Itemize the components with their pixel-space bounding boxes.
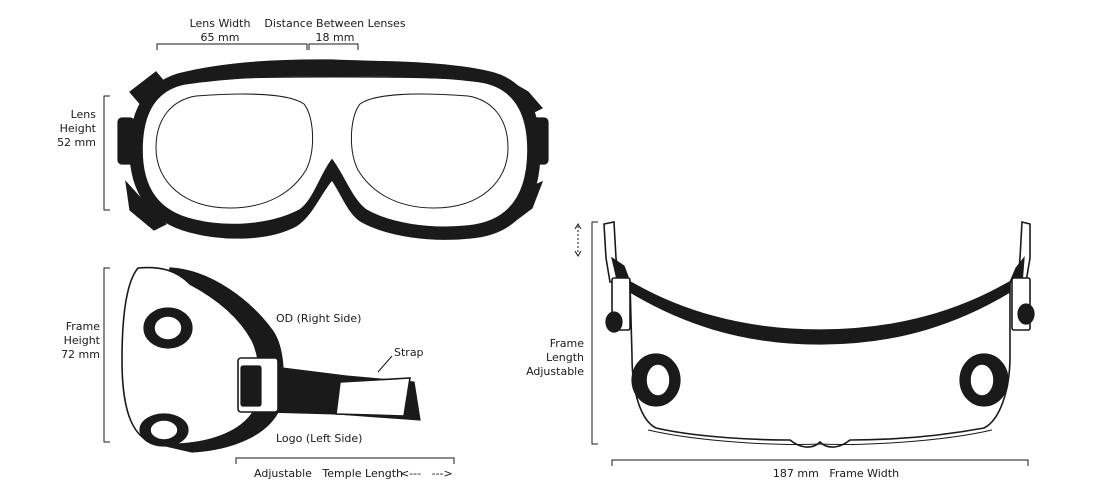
frame-height-label-line1: Frame bbox=[66, 320, 101, 333]
frame-length-label-line3: Adjustable bbox=[526, 365, 584, 378]
lens-height-label-line1: Lens bbox=[71, 108, 97, 121]
top-goggle-body bbox=[629, 280, 1011, 448]
top-left-vent-inner bbox=[645, 363, 671, 397]
frame-length-arrow-head-bottom bbox=[574, 250, 582, 257]
logo-left-side-label: Logo (Left Side) bbox=[276, 432, 362, 445]
front-right-lens bbox=[350, 93, 509, 209]
top-left-side-knob bbox=[605, 311, 623, 333]
frame-width-bracket bbox=[611, 459, 1029, 466]
top-view-goggles bbox=[603, 220, 1035, 448]
top-dimensions bbox=[574, 221, 1029, 466]
front-view-goggles bbox=[117, 59, 549, 240]
frame-height-label-line3: 72 mm bbox=[61, 348, 100, 361]
temple-length-arrows: <--- ---> bbox=[400, 467, 453, 480]
frame-height-bracket bbox=[103, 267, 110, 443]
distance-between-lenses-title: Distance Between Lenses bbox=[264, 17, 405, 30]
side-goggle-body bbox=[121, 266, 261, 446]
lens-height-label-line3: 52 mm bbox=[57, 136, 96, 149]
strap-leader-line bbox=[377, 355, 393, 373]
frame-length-label-line2: Length bbox=[546, 351, 584, 364]
top-right-vent-inner bbox=[969, 363, 995, 397]
lens-width-bracket bbox=[156, 43, 308, 50]
top-right-side-knob bbox=[1017, 303, 1035, 325]
front-left-lens bbox=[155, 93, 314, 209]
lens-width-value: 65 mm bbox=[201, 31, 240, 44]
frame-length-label-line1: Frame bbox=[550, 337, 585, 350]
side-dimensions bbox=[103, 267, 455, 464]
distance-between-lenses-value: 18 mm bbox=[316, 31, 355, 44]
frame-height-label-line2: Height bbox=[64, 334, 101, 347]
top-bottom-rim-detail bbox=[647, 429, 993, 445]
od-right-side-label: OD (Right Side) bbox=[276, 312, 361, 325]
lens-height-bracket bbox=[103, 95, 110, 211]
side-strap-clip-inner bbox=[240, 365, 262, 407]
side-strap-buckle bbox=[335, 377, 411, 417]
front-dimensions bbox=[103, 43, 359, 211]
side-view-goggles bbox=[121, 266, 421, 453]
temple-length-bracket bbox=[235, 457, 455, 464]
front-inner-frame bbox=[141, 74, 529, 229]
lens-height-label-line2: Height bbox=[60, 122, 97, 135]
side-vent-bottom-inner bbox=[149, 419, 179, 441]
strap-label: Strap bbox=[394, 346, 424, 359]
top-black-rim bbox=[629, 280, 1011, 345]
distance-between-lenses-bracket bbox=[308, 43, 359, 50]
side-vent-top-inner bbox=[153, 315, 183, 341]
front-top-rim-detail bbox=[189, 76, 479, 81]
adjustable-temple-length-label: Adjustable Temple Length bbox=[254, 467, 403, 480]
lens-width-title: Lens Width bbox=[190, 17, 251, 30]
frame-length-bracket bbox=[591, 221, 598, 445]
frame-length-arrow-head-top bbox=[574, 223, 582, 230]
frame-width-label: 187 mm Frame Width bbox=[773, 467, 899, 480]
